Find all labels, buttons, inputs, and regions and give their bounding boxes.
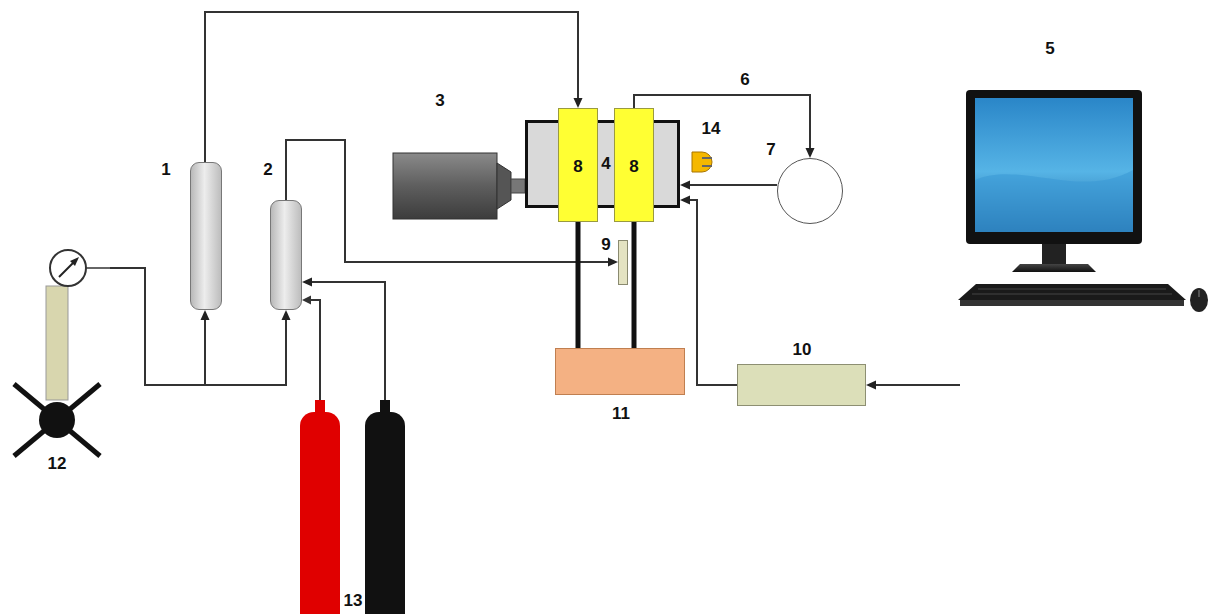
arrowhead (302, 278, 312, 287)
connector-line (690, 184, 777, 186)
connector (866, 381, 960, 390)
callout-number: 11 (612, 405, 630, 422)
callout-number: 8 (573, 158, 582, 175)
arrowhead (282, 310, 291, 320)
electrode-band: 8 (614, 108, 654, 222)
connector (634, 222, 635, 348)
arrowhead (608, 258, 618, 267)
camera-unit: 3 (393, 150, 525, 222)
connector-line (876, 384, 960, 386)
computer (958, 90, 1208, 312)
connector (680, 181, 777, 190)
lamp-unit: 14 (688, 148, 714, 174)
vacuum-pump (14, 250, 110, 456)
lamp (692, 152, 712, 172)
sensor-rod: 9 (618, 240, 628, 285)
connector-line (312, 282, 385, 400)
callout-number: 14 (702, 120, 721, 137)
connector-line (576, 222, 581, 348)
connector (302, 278, 385, 401)
power-supply-box: 11 (555, 348, 685, 395)
arrowhead (866, 381, 876, 390)
computer-unit: 5 (960, 80, 1215, 400)
camera (393, 153, 525, 219)
connector-line (690, 200, 737, 385)
arrowhead (574, 98, 583, 108)
arrowhead (806, 148, 815, 158)
callout-number: 8 (629, 158, 638, 175)
callout-number: 9 (601, 236, 610, 253)
connector (680, 196, 737, 386)
callout-number: 10 (793, 341, 812, 358)
vacuum-unit: 12 (10, 248, 110, 443)
mixing-column: 2 (270, 200, 302, 310)
callout-number: 6 (738, 71, 751, 88)
pump-circle: 7 (777, 158, 843, 224)
callout-number: 13 (344, 592, 363, 609)
callout-number: 7 (766, 141, 775, 158)
callout-number: 4 (601, 155, 610, 172)
gas-cylinders (300, 296, 405, 614)
connector-line (205, 12, 578, 162)
arrowhead (201, 310, 210, 320)
connector-line (632, 222, 637, 348)
callout-number: 1 (161, 161, 170, 178)
callout-number: 12 (48, 455, 67, 472)
arrowhead (680, 196, 690, 205)
controller-box: 10 (737, 364, 866, 406)
connector (578, 222, 579, 348)
callout-number: 5 (1045, 40, 1054, 57)
electrode-band: 8 (558, 108, 598, 222)
callout-number: 3 (435, 92, 444, 109)
arrowhead (680, 181, 690, 190)
callout-number: 2 (263, 161, 272, 178)
gas-supply: 13 (298, 400, 408, 614)
test-chamber: 4 8 8 (525, 120, 680, 208)
adsorption-column: 1 (190, 162, 222, 310)
